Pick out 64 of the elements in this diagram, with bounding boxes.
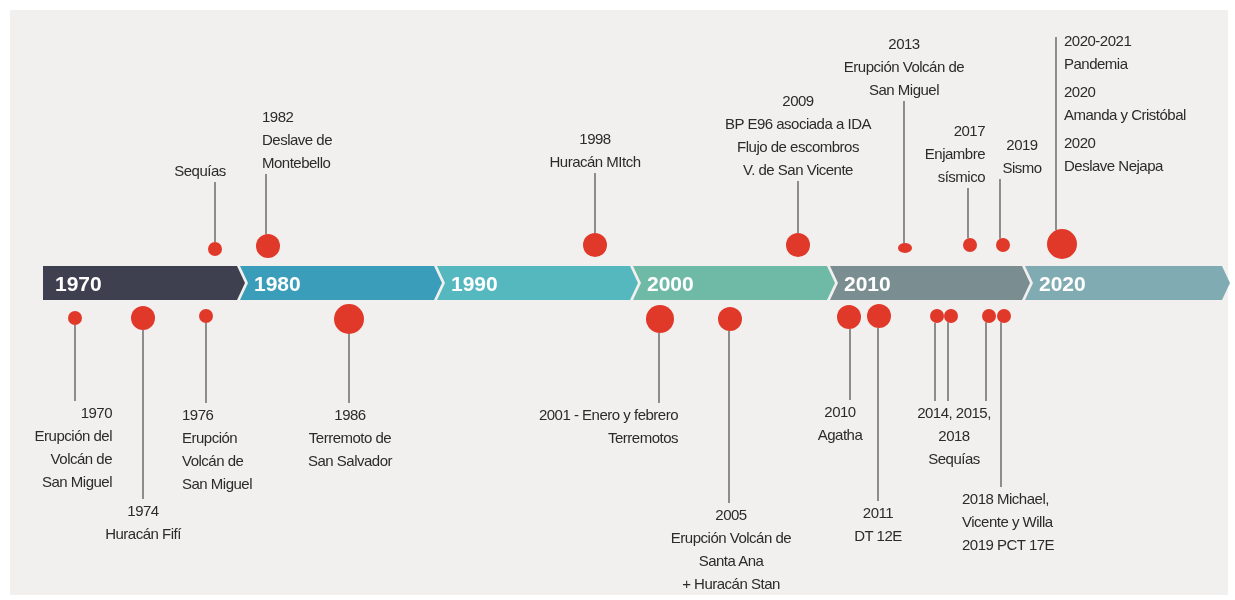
event-label: 2017 Enjambre sísmico bbox=[924, 121, 985, 187]
event-label: 2001 - Enero y febrero Terremotos bbox=[538, 405, 678, 448]
event-label: 1970 Erupción del Volcán de San Miguel bbox=[34, 403, 112, 492]
leader-line bbox=[849, 328, 851, 401]
event-dot bbox=[963, 238, 977, 252]
leader-line bbox=[205, 322, 207, 404]
event-dot bbox=[837, 305, 861, 329]
event-dot bbox=[1047, 229, 1077, 259]
leader-line bbox=[594, 172, 596, 234]
leader-line bbox=[214, 181, 216, 243]
decade-band: 2010 bbox=[830, 266, 1030, 300]
event-label: 2010 Agatha bbox=[817, 402, 863, 445]
event-dot bbox=[996, 238, 1010, 252]
event-label: 2014, 2015, 2018 Sequías bbox=[917, 403, 991, 469]
event-label: 1986 Terremoto de San Salvador bbox=[307, 405, 393, 471]
event-label: 2020 Deslave Nejapa bbox=[1064, 133, 1165, 176]
event-label: 1976 Erupción Volcán de San Miguel bbox=[182, 405, 253, 494]
leader-line bbox=[348, 333, 350, 404]
leader-line bbox=[797, 180, 799, 234]
event-label: 2019 Sismo bbox=[1002, 135, 1042, 178]
event-dot bbox=[867, 304, 891, 328]
decade-band: 2000 bbox=[633, 266, 835, 300]
decade-band: 1990 bbox=[437, 266, 638, 300]
event-dot bbox=[68, 311, 82, 325]
decade-band: 2020 bbox=[1025, 266, 1230, 300]
event-label: Sequías bbox=[174, 161, 226, 181]
event-dot bbox=[334, 304, 364, 334]
event-label: 1982 Deslave de Montebello bbox=[262, 107, 333, 173]
leader-line bbox=[947, 321, 949, 402]
leader-line bbox=[265, 173, 267, 235]
leader-line bbox=[1000, 321, 1002, 488]
event-label: 2005 Erupción Volcán de Santa Ana + Huracán Stan bbox=[670, 505, 792, 594]
event-dot bbox=[646, 305, 674, 333]
event-dot bbox=[944, 309, 958, 323]
decade-band: 1970 bbox=[43, 266, 245, 300]
leader-line bbox=[74, 324, 76, 402]
event-label: 2020-2021 Pandemia bbox=[1064, 31, 1133, 74]
event-dot bbox=[199, 309, 213, 323]
decade-band: 1980 bbox=[240, 266, 442, 300]
event-label: 2011 DT 12E bbox=[854, 503, 902, 546]
event-label: 1998 Huracán MItch bbox=[549, 129, 641, 172]
event-dot bbox=[786, 233, 810, 257]
leader-line bbox=[999, 178, 1001, 240]
leader-line bbox=[967, 187, 969, 239]
leader-line bbox=[1055, 36, 1057, 231]
leader-line bbox=[877, 327, 879, 502]
event-dot bbox=[583, 233, 607, 257]
event-dot bbox=[208, 242, 222, 256]
event-label: 2020 Amanda y Cristóbal bbox=[1064, 82, 1186, 125]
leader-line bbox=[142, 329, 144, 500]
leader-line bbox=[934, 322, 936, 402]
event-dot bbox=[997, 309, 1011, 323]
event-dot bbox=[982, 309, 996, 323]
event-dot bbox=[718, 307, 742, 331]
leader-line bbox=[658, 332, 660, 404]
event-dot bbox=[930, 309, 944, 323]
event-label: 1974 Huracán Fifí bbox=[105, 501, 181, 544]
leader-line bbox=[985, 321, 987, 402]
leader-line bbox=[728, 330, 730, 504]
leader-line bbox=[903, 100, 905, 244]
event-dot bbox=[898, 243, 912, 253]
event-dot bbox=[131, 306, 155, 330]
event-dot bbox=[256, 234, 280, 258]
event-label: 2018 Michael, Vicente y Willa 2019 PCT 17E bbox=[962, 489, 1055, 555]
